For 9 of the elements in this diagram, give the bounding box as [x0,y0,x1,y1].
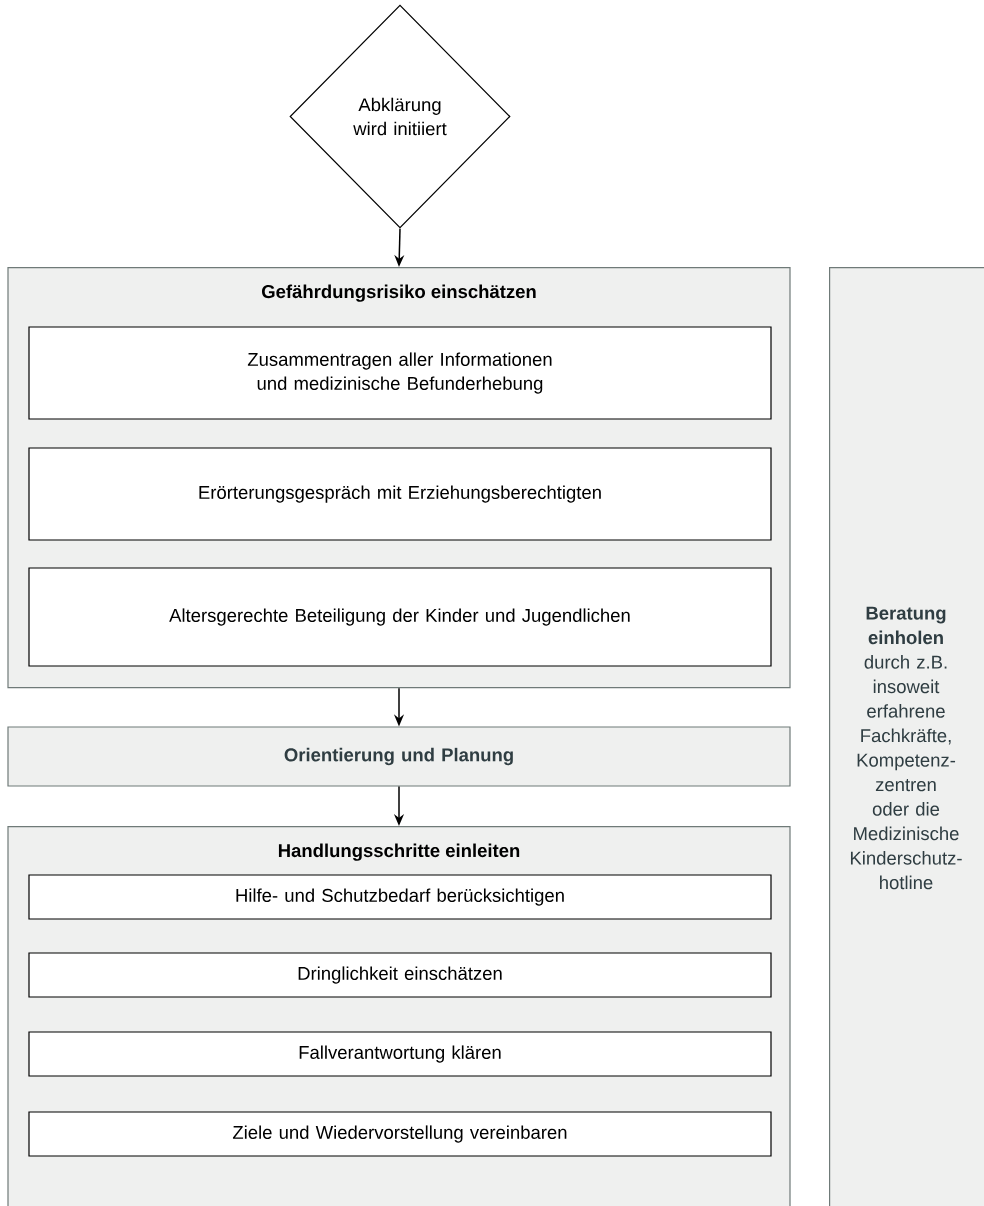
process-box: Fallverantwortung klären [28,1031,772,1077]
process-box: Orientierung und Planung [7,726,791,787]
side-panel: Beratung einholen durch z.B. insoweit erfahrene Fachkräfte, Kompetenz-zentren oder die Medizinische Kinderschutz-hotline [829,267,984,1206]
process-box: Zusammentragen aller Informationen und medizinische Befunderhebung [28,326,772,420]
process-box: Erörterungsgespräch mit Erziehungsberechtigten [28,447,772,541]
process-box: Ziele und Wiedervorstellung vereinbaren [28,1111,772,1157]
process-box: Altersgerechte Beteiligung der Kinder und Jugendlichen [28,567,772,667]
process-box: Dringlichkeit einschätzen [28,952,772,998]
process-box: Hilfe- und Schutzbedarf berücksichtigen [28,874,772,920]
